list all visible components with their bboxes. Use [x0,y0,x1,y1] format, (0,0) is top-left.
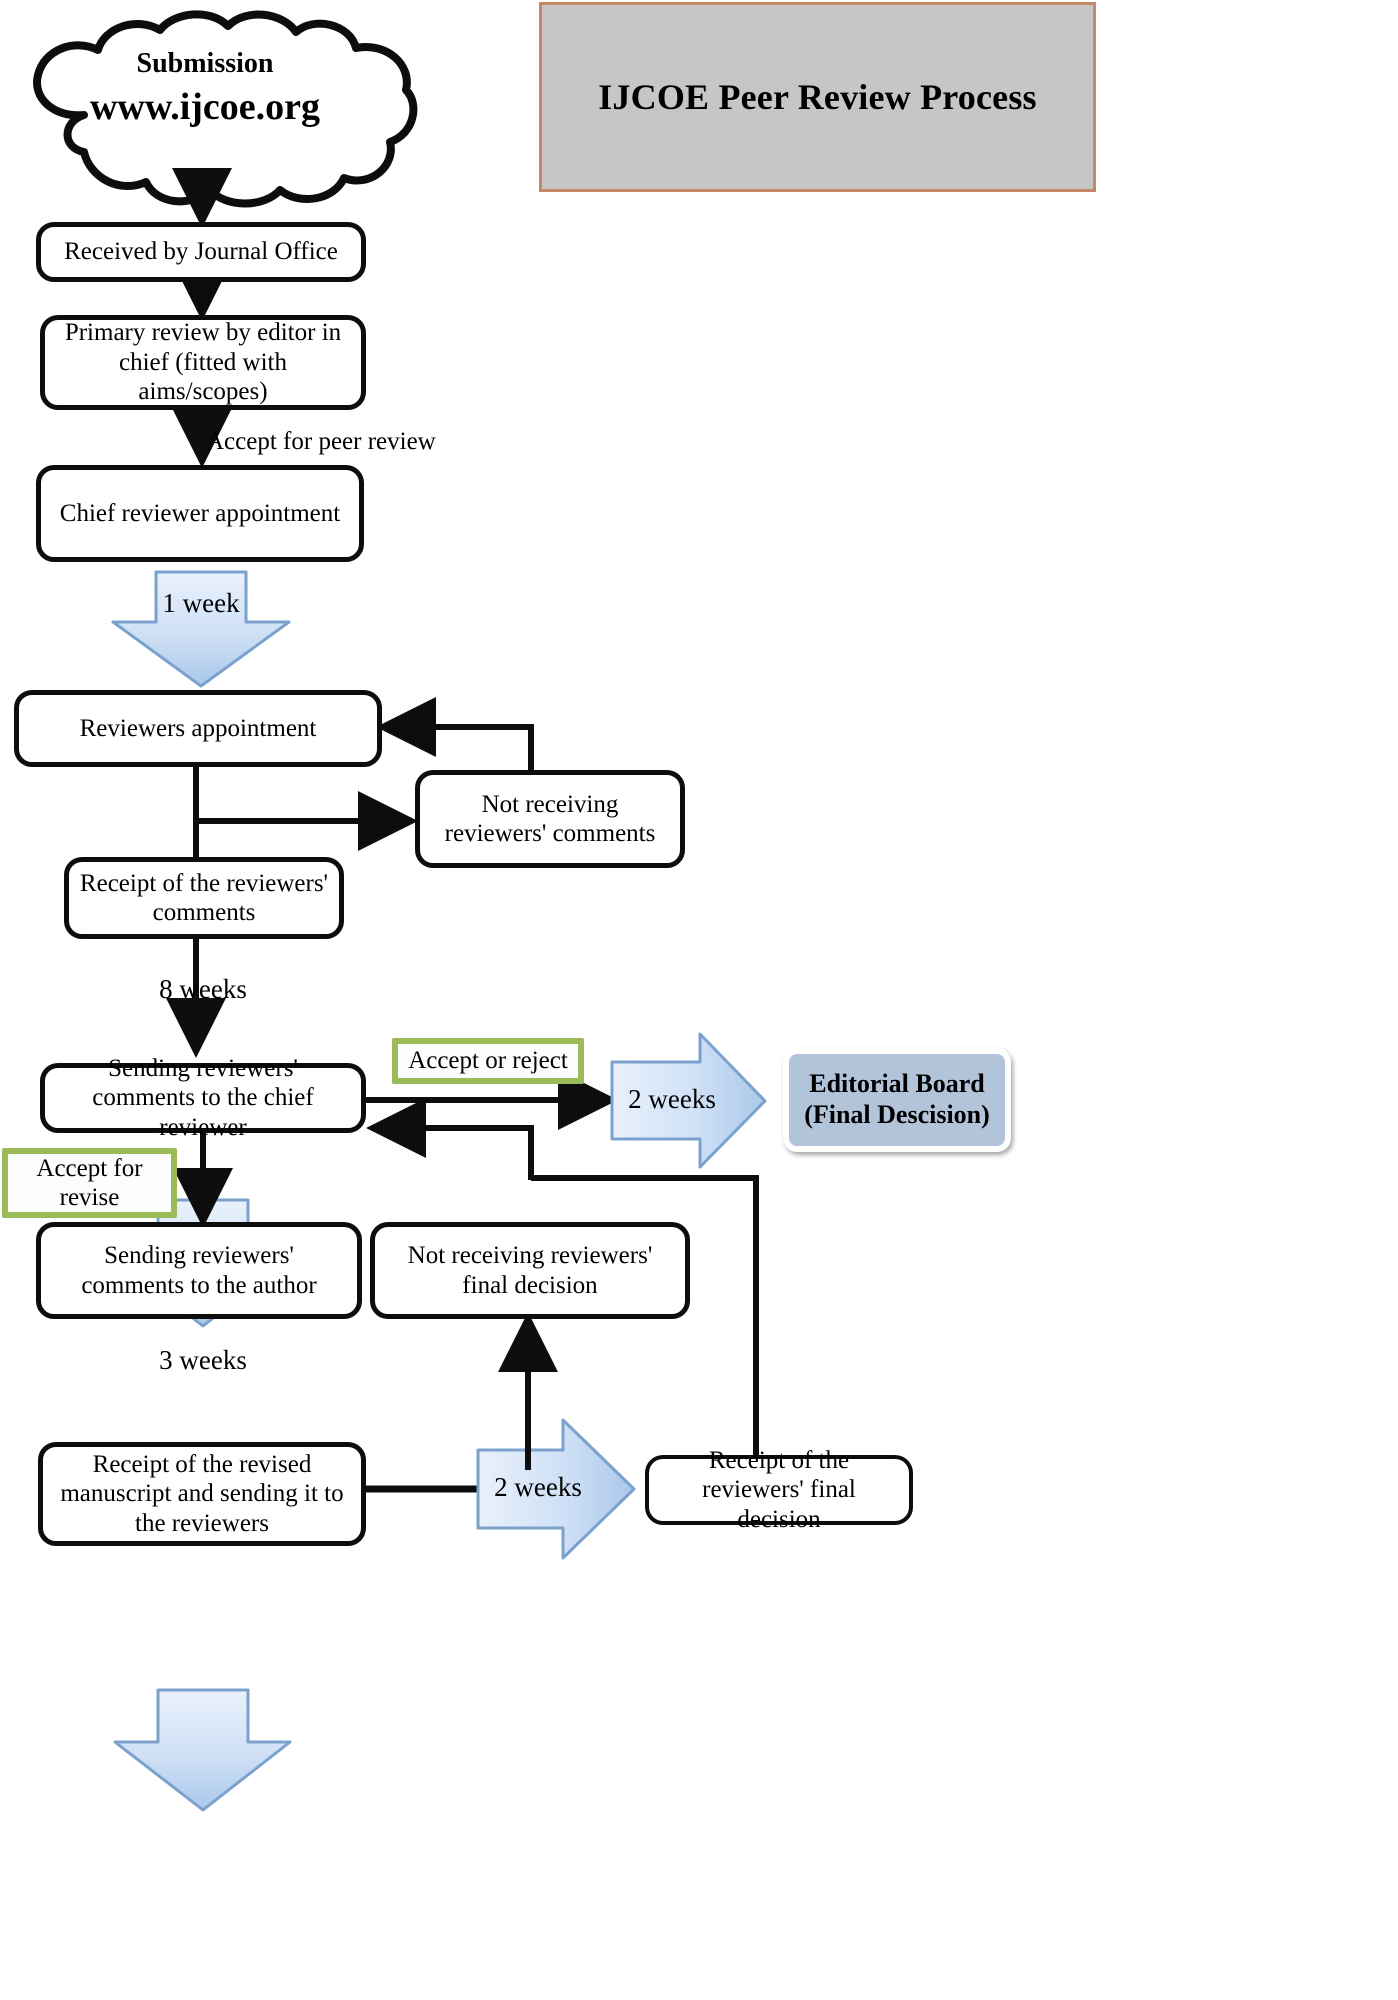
node-reviewers-appointment[interactable]: Reviewers appointment [14,690,382,767]
label-duration-1-week: 1 week [162,588,240,618]
label-accept-for-revise: Accept for revise [2,1148,177,1218]
label-accept-or-reject: Accept or reject [392,1038,584,1084]
editorial-board-line-2: (Final Descision) [804,1100,990,1129]
duration-arrow-3-weeks [113,1688,292,1812]
submission-cloud-url: www.ijcoe.org [89,86,321,128]
node-not-receiving-final-decision[interactable]: Not receiving reviewers' final decision [370,1222,690,1319]
diagram-title: IJCOE Peer Review Process [539,2,1096,192]
label-duration-2-weeks-board: 2 weeks [628,1084,716,1114]
node-receipt-reviewers-final-decision[interactable]: Receipt of the reviewers' final decision [645,1447,913,1533]
node-editorial-board[interactable]: Editorial Board (Final Descision) [783,1048,1011,1152]
node-primary-review[interactable]: Primary review by editor in chief (fitte… [40,315,366,410]
submission-cloud-title: Submission [136,48,274,79]
node-sending-comments-to-author[interactable]: Sending reviewers' comments to the autho… [36,1222,362,1319]
editorial-board-line-1: Editorial Board [809,1069,985,1099]
label-duration-2-weeks-bottom: 2 weeks [494,1472,582,1502]
node-receipt-revised-manuscript[interactable]: Receipt of the revised manuscript and se… [38,1442,366,1546]
node-sending-comments-to-chief-reviewer[interactable]: Sending reviewers' comments to the chief… [40,1055,366,1141]
label-duration-8-weeks: 8 weeks [159,974,247,1004]
label-accept-for-peer-review: Accept for peer review [206,428,436,455]
label-duration-3-weeks: 3 weeks [159,1345,247,1375]
node-chief-reviewer-appointment[interactable]: Chief reviewer appointment [36,465,364,562]
node-received-by-journal-office[interactable]: Received by Journal Office [36,222,366,282]
node-not-receiving-reviewers-comments[interactable]: Not receiving reviewers' comments [415,770,685,868]
node-receipt-of-reviewers-comments[interactable]: Receipt of the reviewers' comments [64,857,344,939]
